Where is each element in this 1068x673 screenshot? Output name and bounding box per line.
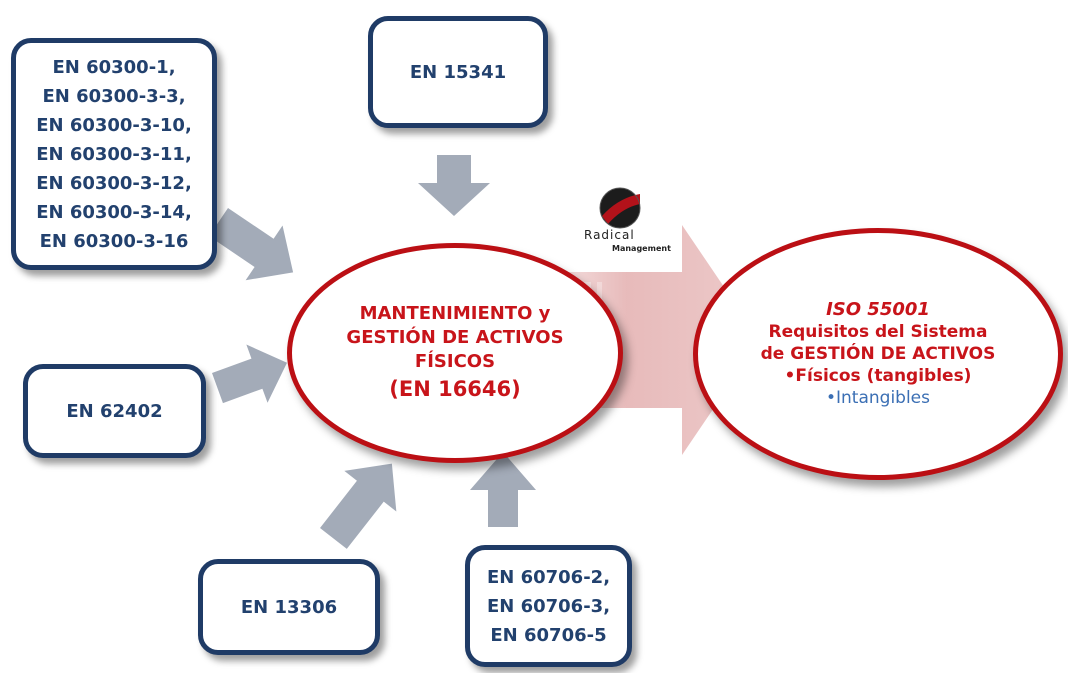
- arrow-en15341: [418, 155, 490, 216]
- arrow-en13306: [320, 463, 397, 549]
- iso-title: ISO 55001: [826, 299, 930, 320]
- box-en60300-line: EN 60300-3-14,: [36, 201, 192, 223]
- arrow-en62402: [212, 344, 288, 404]
- box-en60706: EN 60706-2, EN 60706-3, EN 60706-5: [465, 545, 632, 667]
- box-en60300-line: EN 60300-3-10,: [36, 114, 192, 136]
- box-en60300-line: EN 60300-1,: [52, 56, 176, 78]
- iso-ellipse: ISO 55001 Requisitos del Sistema de GEST…: [693, 228, 1063, 480]
- box-en62402: EN 62402: [23, 364, 206, 458]
- box-en60300-line: EN 60300-3-3,: [42, 85, 186, 107]
- center-line-3: FÍSICOS: [414, 351, 496, 372]
- logo-text-management: Management: [612, 244, 671, 253]
- radical-management-logo: [599, 187, 641, 229]
- iso-item-intangibles: •Intangibles: [825, 388, 931, 408]
- iso-line-3: de GESTIÓN DE ACTIVOS: [760, 344, 996, 364]
- center-line-2: GESTIÓN DE ACTIVOS: [346, 327, 564, 348]
- center-line-1: MANTENIMIENTO y: [359, 303, 551, 324]
- box-en15341: EN 15341: [368, 16, 548, 128]
- box-en13306: EN 13306: [198, 559, 380, 655]
- logo-text-radical: Radical: [584, 228, 635, 242]
- box-en60300-line: EN 60300-3-11,: [36, 143, 192, 165]
- box-en15341-label: EN 15341: [409, 61, 507, 83]
- center-line-4: (EN 16646): [389, 377, 521, 401]
- arrow-en60706: [470, 452, 536, 527]
- box-en60300-line: EN 60300-3-12,: [36, 172, 192, 194]
- box-en60300-line: EN 60300-3-16: [39, 230, 189, 252]
- box-en60300: EN 60300-1, EN 60300-3-3, EN 60300-3-10,…: [11, 38, 217, 270]
- box-en60706-line: EN 60706-5: [490, 624, 607, 646]
- iso-item-tangibles: •Físicos (tangibles): [784, 366, 972, 386]
- iso-line-2: Requisitos del Sistema: [768, 322, 988, 342]
- box-en60706-line: EN 60706-2,: [486, 566, 611, 588]
- box-en13306-label: EN 13306: [240, 596, 338, 618]
- center-ellipse: MANTENIMIENTO y GESTIÓN DE ACTIVOS FÍSIC…: [287, 243, 623, 463]
- box-en60706-line: EN 60706-3,: [486, 595, 611, 617]
- box-en62402-label: EN 62402: [66, 400, 163, 422]
- arrow-en60300: [208, 208, 294, 281]
